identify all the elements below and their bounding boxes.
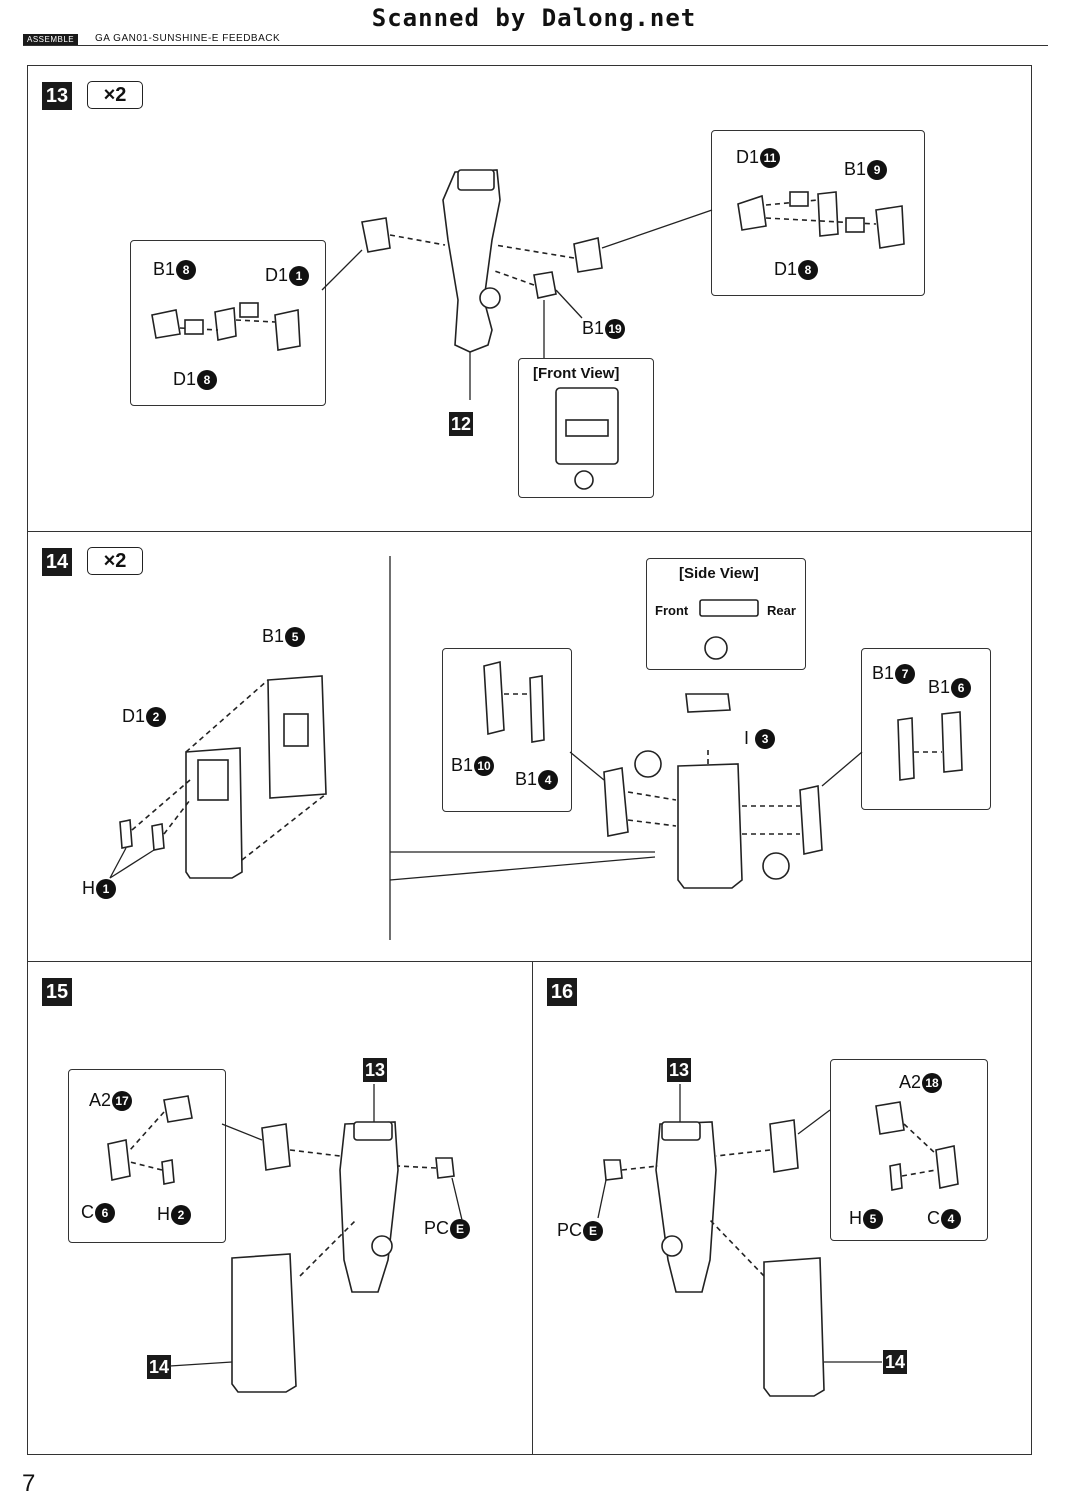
page-header: ASSEMBLE GA GAN01-SUNSHINE-E FEEDBACK — [23, 33, 1048, 46]
step14-b1-5-panel — [267, 675, 327, 799]
front-view-title: [Front View] — [533, 365, 620, 382]
step13-left-box-parts — [151, 302, 301, 351]
part-label-i-3: I 3 — [744, 728, 776, 750]
step13-left-part — [321, 217, 446, 291]
step-number: 15 — [42, 978, 72, 1006]
ref-step-14: 14 — [147, 1355, 171, 1379]
page-number: 7 — [22, 1470, 36, 1497]
side-view-title: [Side View] — [679, 565, 759, 582]
front-view-drawing — [555, 387, 619, 490]
step14-h1-tabs — [109, 779, 191, 879]
step13-right-box-parts — [737, 191, 905, 249]
scanner-watermark: Scanned by Dalong.net — [371, 4, 697, 32]
ref-step-12: 12 — [449, 412, 473, 436]
step-number: 13 — [42, 82, 72, 110]
section-tag: ASSEMBLE — [23, 34, 79, 45]
rear-label: Rear — [767, 603, 796, 618]
ref-step-13: 13 — [667, 1058, 691, 1082]
multiplier-badge: ×2 — [87, 81, 143, 109]
step-number: 16 — [547, 978, 577, 1006]
step14-d1-2-panel — [185, 679, 327, 879]
manual-title: GA GAN01-SUNSHINE-E FEEDBACK — [95, 33, 281, 44]
step15-assembly — [107, 1084, 463, 1393]
step13-right-part — [491, 209, 713, 358]
side-view-drawing — [699, 599, 759, 660]
step13-leg-frame — [442, 169, 501, 400]
front-label: Front — [655, 603, 689, 618]
ref-step-13: 13 — [363, 1058, 387, 1082]
step14-main-block — [569, 693, 863, 889]
ref-step-14: 14 — [883, 1350, 907, 1374]
step16-assembly — [597, 1084, 959, 1397]
step-number: 14 — [42, 548, 72, 576]
step14-box-parts — [483, 660, 963, 781]
multiplier-badge: ×2 — [87, 547, 143, 575]
